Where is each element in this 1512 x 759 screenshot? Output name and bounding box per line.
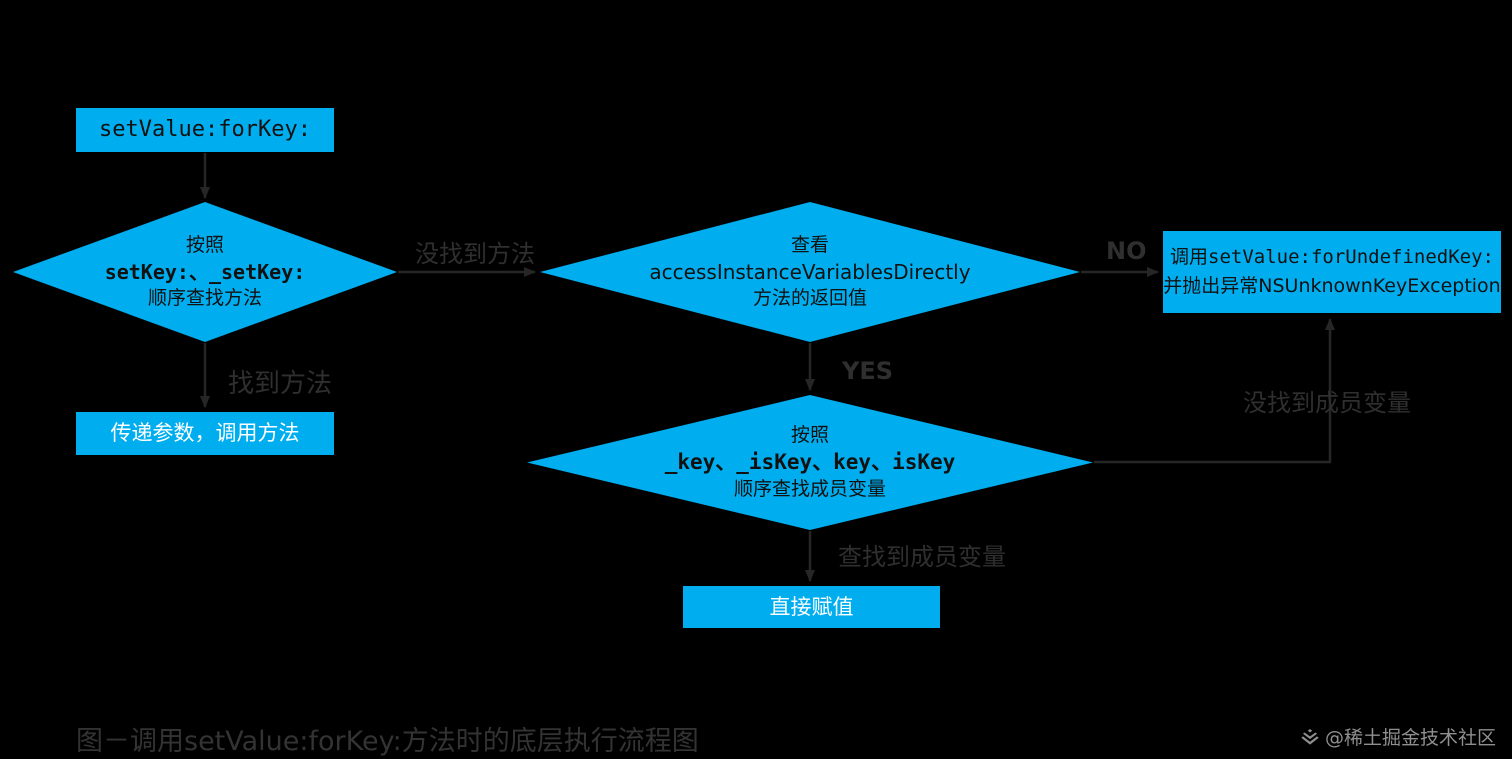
decision-line: 顺序查找方法 — [147, 286, 262, 309]
start-node-label: setValue:forKey: — [99, 117, 311, 143]
edge-label-yes: YES — [842, 357, 894, 385]
direct-assign-label: 直接赋值 — [769, 594, 854, 619]
node-direct-assign: 直接赋值 — [683, 586, 940, 628]
edge-label-method-found: 找到方法 — [228, 369, 333, 399]
edge-label-no: NO — [1106, 237, 1147, 265]
decision-line-code: setKey:、_setKey: — [104, 259, 306, 284]
figure-caption: 图－调用setValue:forKey:方法时的底层执行流程图 — [76, 726, 699, 757]
watermark-text: @稀土掘金技术社区 — [1324, 727, 1496, 749]
juejin-logo-icon — [1301, 728, 1319, 745]
start-node-setvalue-forkey: setValue:forKey: — [76, 108, 334, 152]
decision-line-code: _key、_isKey、key、isKey — [664, 450, 956, 475]
decision-line: 查看 — [790, 233, 829, 256]
edge-label-ivar-not-found: 没找到成员变量 — [1243, 389, 1411, 417]
node-setvalue-forundefinedkey-exception: 调用setValue:forUndefinedKey: 并抛出异常NSUnkno… — [1163, 231, 1501, 313]
node-pass-args-call-method: 传递参数，调用方法 — [76, 412, 334, 455]
edge-label-ivar-found: 查找到成员变量 — [838, 543, 1006, 571]
undefined-key-line2: 并抛出异常NSUnknownKeyException — [1163, 272, 1500, 301]
decision-line-code: accessInstanceVariablesDirectly — [649, 259, 971, 284]
undefined-key-line1: 调用setValue:forUndefinedKey: — [1170, 243, 1494, 272]
call-method-label: 传递参数，调用方法 — [110, 421, 300, 446]
decision-line: 顺序查找成员变量 — [733, 477, 886, 500]
undefined-key-line2-prefix: 并抛出异常 — [1163, 275, 1259, 297]
undefined-key-line1-prefix: 调用 — [1170, 245, 1209, 268]
undefined-key-line1-code: setValue:forUndefinedKey: — [1208, 245, 1494, 268]
undefined-key-line2-code: NSUnknownKeyException — [1258, 275, 1501, 297]
arrow-find-ivar-to-undefined — [1094, 318, 1335, 464]
watermark: @稀土掘金技术社区 — [1301, 723, 1496, 750]
decision-line: 按照 — [790, 423, 829, 446]
edge-label-method-not-found: 没找到方法 — [415, 240, 535, 268]
decision-line: 按照 — [185, 233, 224, 256]
decision-line: 方法的返回值 — [752, 286, 867, 309]
